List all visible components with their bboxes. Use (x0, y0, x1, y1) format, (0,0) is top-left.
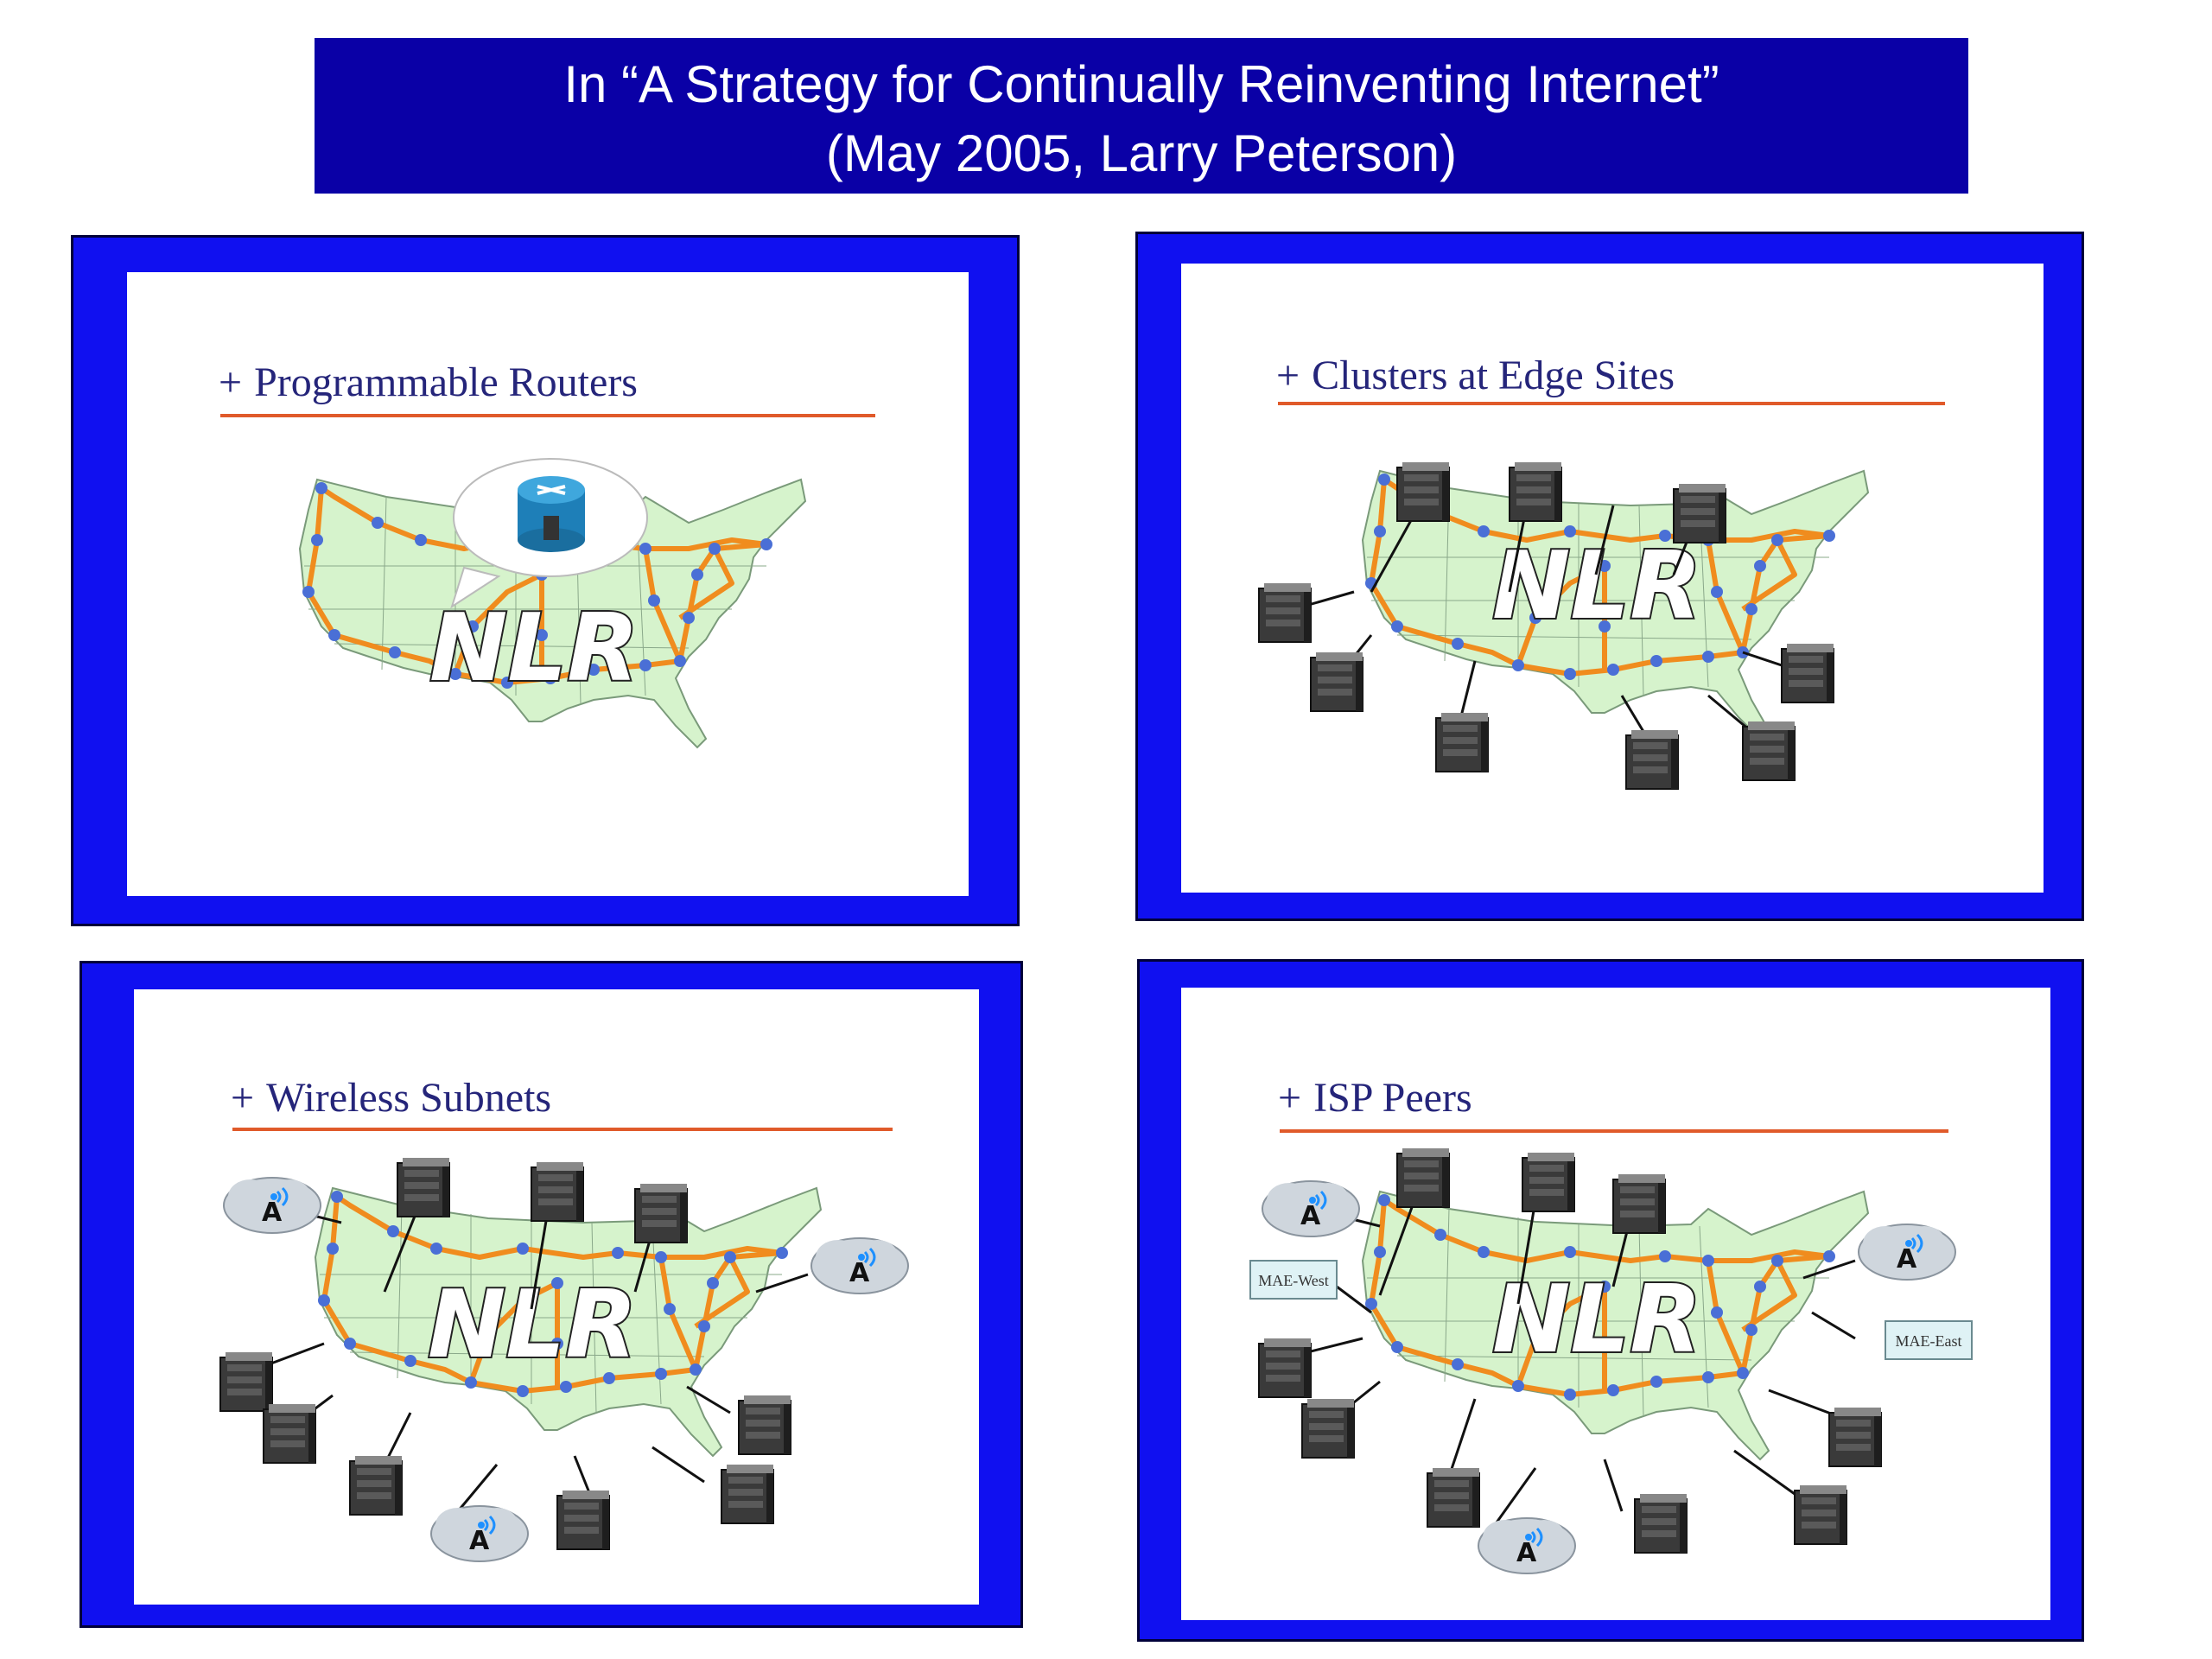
server-icon (531, 1161, 584, 1222)
nlr-logo: NLR (429, 594, 639, 702)
bullet-plus: + (1276, 353, 1300, 398)
header-banner: In “A Strategy for Continually Reinventi… (315, 38, 1968, 194)
title-rule (1280, 1129, 1948, 1133)
server-icon (1742, 721, 1796, 781)
wireless-cloud-icon (1477, 1516, 1577, 1575)
server-icon (219, 1351, 273, 1412)
panel-clusters-edge-sites: + Clusters at Edge Sites NLR (1135, 232, 2084, 921)
slide-title: +ISP Peers (1273, 1074, 1478, 1122)
bullet-plus: + (1278, 1075, 1302, 1121)
server-icon (634, 1183, 688, 1243)
server-icon (1396, 1147, 1450, 1208)
bullet-plus: + (219, 359, 243, 405)
slide-title: +Programmable Routers (213, 359, 643, 406)
server-icon (1427, 1467, 1480, 1528)
nlr-map-with-wireless: NLR (219, 1157, 910, 1563)
title-rule (232, 1128, 893, 1131)
server-icon (1794, 1484, 1847, 1545)
mae-west-label: MAE-West (1258, 1272, 1329, 1289)
nlr-map-with-isp-peers: NLR (1249, 1147, 1973, 1575)
server-icon (1522, 1152, 1575, 1212)
server-icon (738, 1395, 791, 1455)
server-icon (1310, 652, 1363, 712)
router-bubble (450, 458, 648, 609)
server-icon (1258, 582, 1312, 643)
mae-east-box: MAE-East (1885, 1320, 1973, 1360)
header-title-line2: (May 2005, Larry Peterson) (825, 124, 1458, 182)
server-icon (1634, 1493, 1688, 1554)
wireless-cloud-icon (1857, 1223, 1957, 1281)
slide-programmable-routers: +Programmable Routers NLR (127, 272, 969, 896)
mae-east-label: MAE-East (1896, 1332, 1962, 1350)
title-text: Programmable Routers (254, 359, 638, 405)
server-icon (1625, 729, 1679, 790)
nlr-logo: NLR (1492, 532, 1701, 640)
nlr-logo: NLR (428, 1271, 637, 1379)
title-text: Clusters at Edge Sites (1312, 353, 1675, 398)
header-title-line1: In “A Strategy for Continually Reinventi… (563, 55, 1719, 113)
slide-wireless-subnets: +Wireless Subnets NLR (134, 989, 979, 1605)
nlr-map-with-clusters: NLR (1258, 461, 1869, 790)
bullet-plus: + (231, 1075, 255, 1121)
server-icon (1435, 712, 1489, 772)
server-icon (1828, 1407, 1882, 1467)
wireless-cloud-icon (810, 1236, 910, 1295)
server-icon (556, 1490, 610, 1550)
server-icon (1673, 483, 1726, 543)
nlr-logo: NLR (1492, 1266, 1701, 1374)
server-icon (721, 1464, 774, 1524)
server-icon (397, 1157, 450, 1217)
wireless-cloud-icon (429, 1504, 530, 1563)
router-icon (518, 476, 585, 552)
slide-title: + Clusters at Edge Sites (1271, 352, 1680, 399)
title-text: Wireless Subnets (266, 1075, 552, 1121)
server-icon (263, 1403, 316, 1464)
slide-isp-peers: +ISP Peers NLR (1181, 988, 2050, 1620)
panel-wireless-subnets: +Wireless Subnets NLR (79, 961, 1023, 1628)
server-icon (1301, 1398, 1355, 1459)
wireless-cloud-icon (222, 1176, 322, 1235)
panel-isp-peers: +ISP Peers NLR (1137, 959, 2084, 1642)
server-icon (1258, 1338, 1312, 1398)
title-rule (1278, 402, 1945, 405)
slide-title: +Wireless Subnets (226, 1074, 556, 1122)
mae-west-box: MAE-West (1249, 1260, 1338, 1300)
panel-programmable-routers: +Programmable Routers NLR (71, 235, 1020, 926)
title-rule (220, 414, 875, 417)
server-icon (1612, 1173, 1666, 1234)
server-icon (1781, 643, 1834, 703)
wireless-cloud-icon (1261, 1179, 1361, 1238)
server-icon (1509, 461, 1562, 522)
server-icon (349, 1455, 403, 1516)
title-text: ISP Peers (1313, 1075, 1472, 1121)
nlr-map: NLR (299, 479, 806, 748)
slide-clusters-edge-sites: + Clusters at Edge Sites NLR (1181, 264, 2044, 893)
server-icon (1396, 461, 1450, 522)
